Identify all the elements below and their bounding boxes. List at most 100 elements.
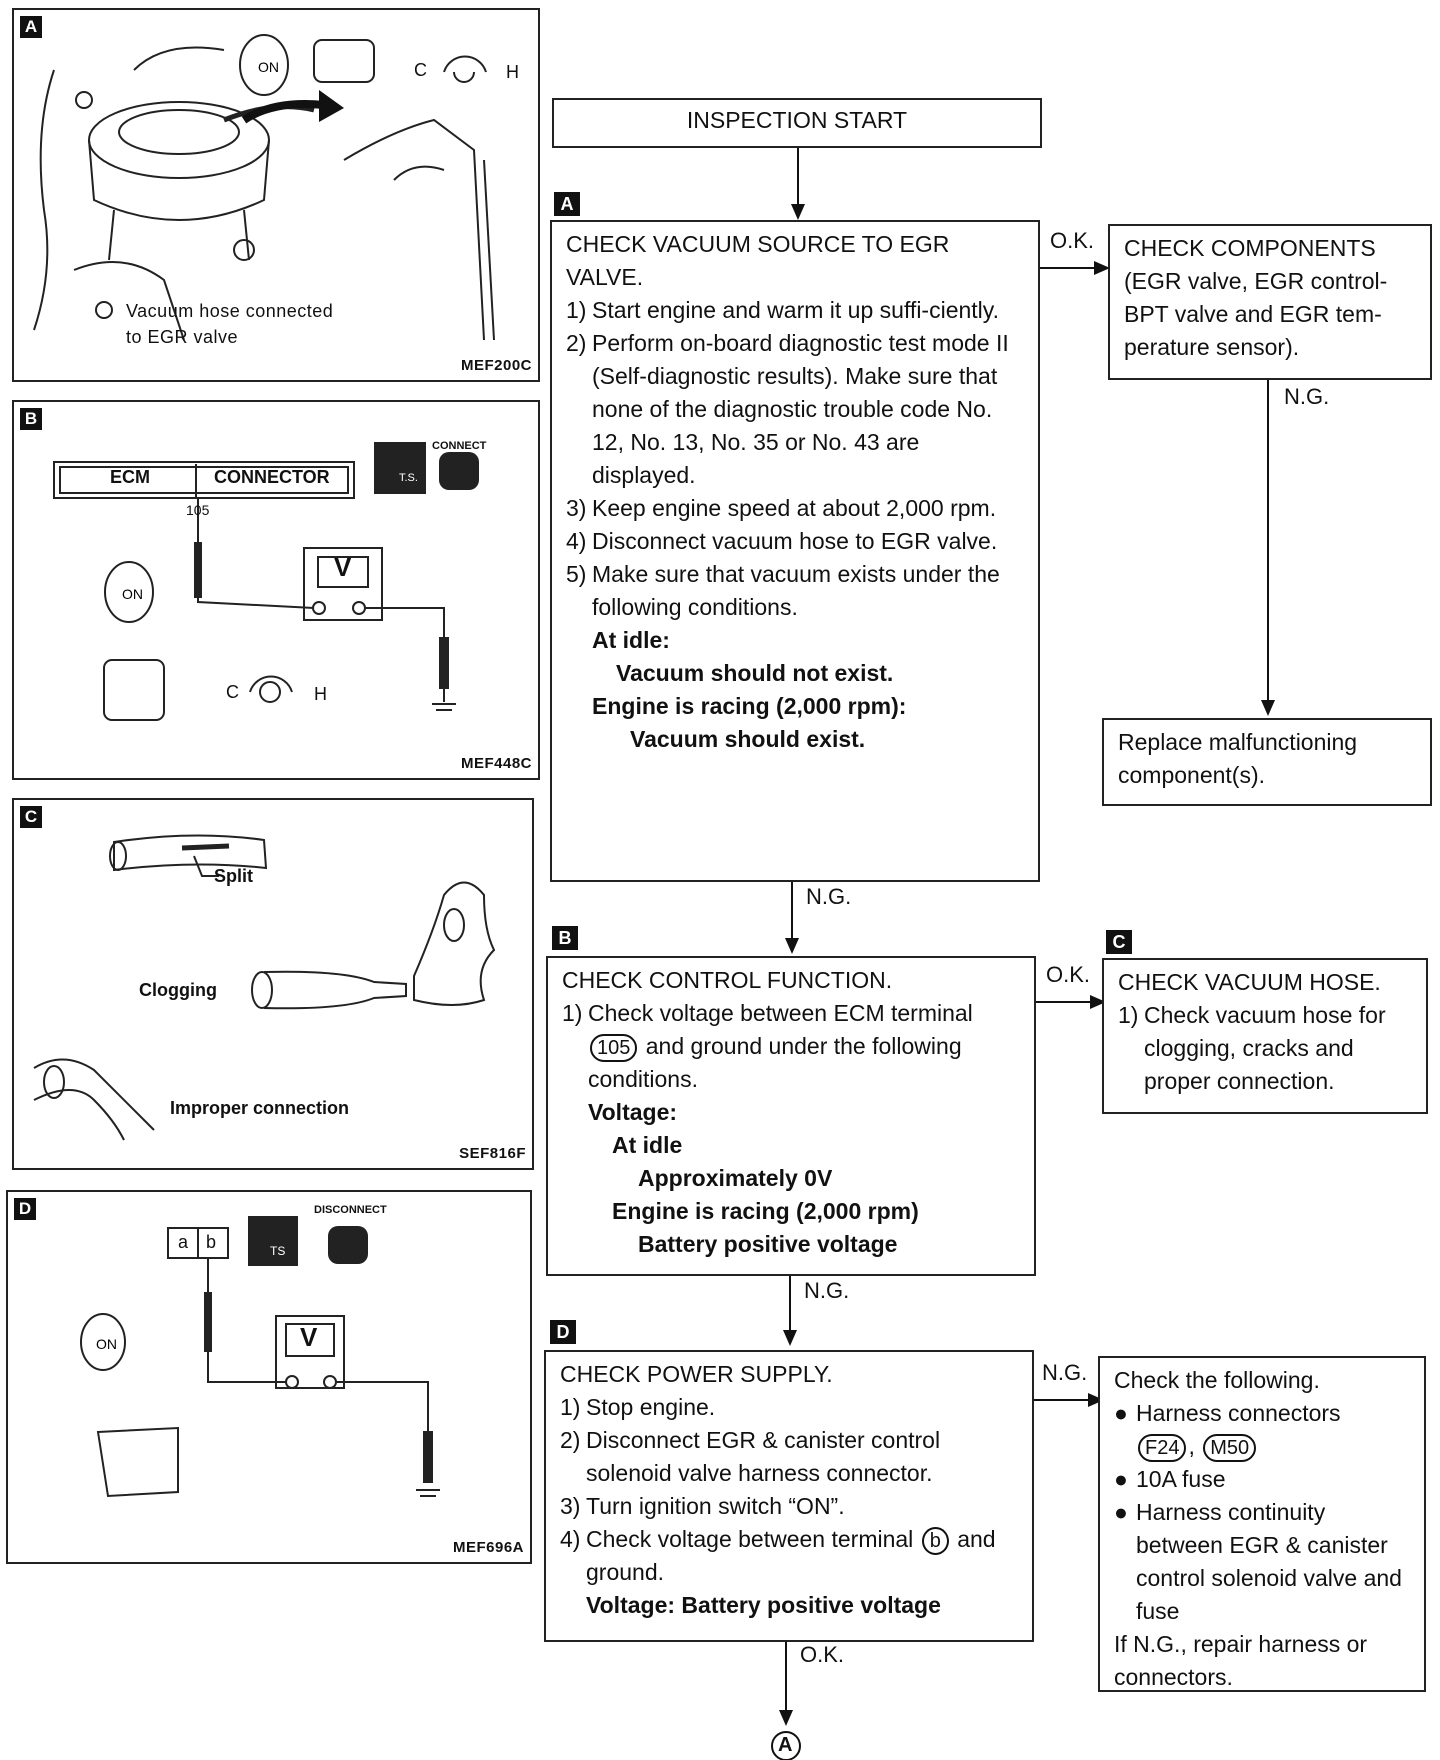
step-c-item-1: 1) Check vacuum hose for clogging, crack… — [1118, 999, 1412, 1098]
check-components-title: CHECK COMPONENTS — [1124, 235, 1376, 261]
step-c-title: CHECK VACUUM HOSE. — [1118, 969, 1381, 995]
check-following-item-3-text: Harness continuity between EGR & caniste… — [1136, 1499, 1402, 1624]
step-c-box: CHECK VACUUM HOSE. 1) Check vacuum hose … — [1102, 958, 1428, 1114]
ecm-voltage-diagram: ON — [53, 442, 479, 721]
step-b-racing-value: Battery positive voltage — [638, 1231, 898, 1257]
check-following-item-1: ● Harness connectors F24, M50 — [1114, 1397, 1410, 1463]
step-b-item-1: 1) Check voltage between ECM terminal 10… — [562, 997, 1020, 1096]
panel-d-code: MEF696A — [452, 1539, 524, 1556]
egr-valve-illustration: ON — [33, 34, 495, 341]
panel-d-tag: D — [14, 1198, 36, 1220]
step-d-tag: D — [550, 1320, 576, 1344]
check-components-body: (EGR valve, EGR control-BPT valve and EG… — [1124, 268, 1388, 360]
panel-a-gauge-h: H — [506, 62, 519, 82]
check-following-box: Check the following. ● Harness connector… — [1098, 1356, 1426, 1692]
step-d-item-2-text: Disconnect EGR & canister control soleno… — [586, 1427, 941, 1486]
step-d-item-4: 4) Check voltage between terminal b and … — [560, 1523, 1018, 1589]
panel-d-voltmeter-label: V — [300, 1322, 318, 1352]
step-a-title: CHECK VACUUM SOURCE TO EGR VALVE. — [566, 231, 950, 290]
pin-105-label: 105 — [186, 502, 210, 518]
step-a-item-1: 1)Start engine and warm it up suffi-cien… — [566, 294, 1024, 327]
bullet-1: ● — [1114, 1400, 1128, 1426]
step-a-item-1-num: 1) — [566, 297, 587, 323]
step-a-item-4-num: 4) — [566, 528, 587, 554]
ng-label-3: N.G. — [804, 1278, 850, 1303]
step-a-idle-label: At idle: — [592, 627, 670, 653]
panel-a-gauge-c: C — [414, 60, 427, 80]
connector-label: CONNECTOR — [214, 467, 330, 487]
step-a-item-4: 4)Disconnect vacuum hose to EGR valve. — [566, 525, 1024, 558]
step-a-tag: A — [554, 192, 580, 216]
ok-label-3: O.K. — [800, 1642, 845, 1667]
ng-label-1: N.G. — [1284, 384, 1330, 409]
figure-panel-b: B ON ECM CONNECTOR 105 CONNECT T.S. V C … — [12, 400, 540, 780]
step-a-box: CHECK VACUUM SOURCE TO EGR VALVE. 1)Star… — [550, 220, 1040, 882]
bullet-3: ● — [1114, 1499, 1128, 1525]
step-b-voltage-label: Voltage: — [588, 1099, 678, 1125]
step-a-item-1-text: Start engine and warm it up suffi-cientl… — [592, 297, 999, 323]
inspection-start-box: INSPECTION START — [552, 98, 1042, 148]
step-d-voltage: Voltage: Battery positive voltage — [586, 1592, 941, 1618]
panel-b-gauge-c: C — [226, 682, 239, 702]
panel-b-tag: B — [20, 408, 42, 430]
figure-panel-a: A ON C H Vacuum hose connect — [12, 8, 540, 382]
power-supply-diagram: ON — [80, 1216, 440, 1498]
end-connector-a: A — [778, 1734, 793, 1756]
step-a-racing-label: Engine is racing (2,000 rpm): — [592, 693, 907, 719]
step-a-item-3-num: 3) — [566, 495, 587, 521]
clogging-label: Clogging — [139, 980, 217, 1000]
ok-label-1: O.K. — [1050, 228, 1095, 253]
check-following-item-3: ● Harness continuity between EGR & canis… — [1114, 1496, 1410, 1628]
ts-label: T.S. — [399, 472, 418, 484]
svg-text:ON: ON — [122, 586, 143, 602]
step-b-item-1-num: 1) — [562, 1000, 583, 1026]
step-d-item-3: 3)Turn ignition switch “ON”. — [560, 1490, 1018, 1523]
connect-label: CONNECT — [432, 440, 487, 452]
check-components-box: CHECK COMPONENTS (EGR valve, EGR control… — [1108, 224, 1432, 380]
connector-m50-badge: M50 — [1203, 1434, 1257, 1462]
vacuum-hose-defects-illustration — [33, 834, 496, 1141]
disconnect-label: DISCONNECT — [314, 1204, 387, 1216]
step-c-tag: C — [1106, 930, 1132, 954]
step-d-item-1: 1)Stop engine. — [560, 1391, 1018, 1424]
ecm-terminal-105-badge: 105 — [590, 1034, 638, 1062]
split-label: Split — [214, 866, 253, 886]
check-following-item-1-text: Harness connectors — [1136, 1400, 1341, 1426]
svg-text:ON: ON — [96, 1336, 117, 1352]
step-b-racing-label: Engine is racing (2,000 rpm) — [612, 1198, 919, 1224]
step-a-idle-value: Vacuum should not exist. — [616, 660, 894, 686]
step-d-item-4-text-b: and ground. — [586, 1526, 996, 1585]
step-d-item-4-text-a: Check voltage between terminal — [586, 1526, 914, 1552]
terminal-b-label: b — [206, 1232, 217, 1252]
connector-f24-badge: F24 — [1138, 1434, 1187, 1462]
check-following-title: Check the following. — [1114, 1367, 1320, 1393]
panel-d-ts-label: TS — [270, 1244, 286, 1258]
step-d-item-4-num: 4) — [560, 1526, 581, 1552]
step-a-item-5-num: 5) — [566, 561, 587, 587]
step-b-title: CHECK CONTROL FUNCTION. — [562, 967, 893, 993]
panel-c-tag: C — [20, 806, 42, 828]
step-a-item-2-num: 2) — [566, 330, 587, 356]
improper-connection-label: Improper connection — [170, 1098, 350, 1118]
inspection-start-label: INSPECTION START — [686, 107, 908, 133]
step-c-item-1-num: 1) — [1118, 1002, 1139, 1028]
step-d-item-1-num: 1) — [560, 1394, 581, 1420]
step-b-item-1-text-a: Check voltage between ECM terminal — [588, 1000, 973, 1026]
step-a-item-4-text: Disconnect vacuum hose to EGR valve. — [592, 528, 998, 554]
figure-panel-d: D ON a b DISCONNECT TS V MEF696A — [6, 1190, 532, 1564]
step-d-item-2-num: 2) — [560, 1427, 581, 1453]
bullet-2: ● — [1114, 1466, 1128, 1492]
step-b-item-1-text-b: and ground under the following condition… — [588, 1033, 962, 1092]
step-d-box: CHECK POWER SUPPLY. 1)Stop engine. 2)Dis… — [544, 1350, 1034, 1642]
figure-panel-c: C Split Clogging Improper connection SEF… — [12, 798, 534, 1170]
check-following-footer: If N.G., repair harness or connectors. — [1114, 1631, 1368, 1690]
step-a-item-3-text: Keep engine speed at about 2,000 rpm. — [592, 495, 997, 521]
panel-a-code: MEF200C — [460, 357, 532, 374]
panel-b-code: MEF448C — [460, 755, 532, 772]
step-a-item-2: 2)Perform on-board diagnostic test mode … — [566, 327, 1024, 492]
voltmeter-label: V — [334, 552, 352, 582]
panel-a-hose-label: Vacuum hose connected to EGR valve — [126, 301, 334, 347]
step-d-item-3-text: Turn ignition switch “ON”. — [586, 1493, 845, 1519]
step-a-racing-value: Vacuum should exist. — [630, 726, 866, 752]
